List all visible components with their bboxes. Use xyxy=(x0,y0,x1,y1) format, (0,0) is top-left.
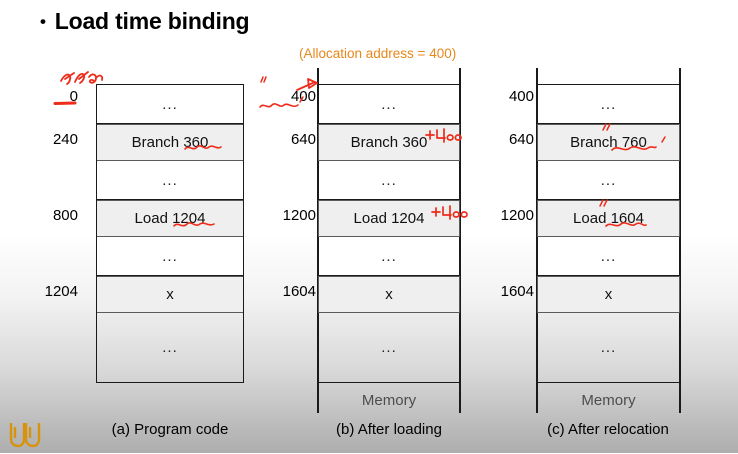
memory-row: Load 1204 xyxy=(318,200,460,237)
memory-row: ... xyxy=(318,313,460,383)
memory-row: ... xyxy=(537,237,680,276)
memory-cell: Branch 760 xyxy=(570,134,647,151)
memory-label: Memory xyxy=(361,392,417,409)
memory-cell: ... xyxy=(162,171,178,189)
memory-cell: ... xyxy=(381,339,397,356)
memory-row: ... xyxy=(96,84,244,124)
memory-bar-right xyxy=(679,68,681,413)
memory-cell: ... xyxy=(600,339,617,356)
address-label: 640 xyxy=(290,131,316,148)
page-title: • Load time binding xyxy=(40,8,250,35)
address-label: 0 xyxy=(69,88,78,105)
address-label: 800 xyxy=(52,207,78,224)
memory-label: Memory xyxy=(581,392,636,409)
memory-row: ... xyxy=(318,237,460,276)
university-logo xyxy=(8,419,42,449)
memory-row: Branch 360 xyxy=(318,124,460,161)
memory-row: Load 1604 xyxy=(537,200,680,237)
memory-bar-right xyxy=(459,68,461,413)
address-label: 400 xyxy=(290,88,316,105)
memory-row: ... xyxy=(537,84,680,124)
address-label: 1204 xyxy=(44,283,78,300)
memory-row: ... xyxy=(318,84,460,124)
address-label: 1200 xyxy=(282,207,316,224)
address-label: 1200 xyxy=(500,207,534,224)
panel-caption: (a) Program code xyxy=(111,421,229,438)
address-label: 1604 xyxy=(282,283,316,300)
memory-cell: ... xyxy=(381,95,397,113)
memory-row: x xyxy=(96,276,244,313)
panel-caption: (b) After loading xyxy=(336,421,442,438)
bullet-glyph: • xyxy=(40,12,46,31)
memory-cell: Load 1604 xyxy=(573,210,644,227)
memory-table-program-code: ... Branch 360 ... Load 1204 ... x ... xyxy=(96,84,244,383)
memory-row: ... xyxy=(96,161,244,200)
memory-cell: Branch 360 xyxy=(350,134,428,151)
memory-cell: x xyxy=(166,286,174,303)
memory-row: Branch 760 xyxy=(537,124,680,161)
memory-row: ... xyxy=(96,237,244,276)
memory-table-after-loading: ... Branch 360 ... Load 1204 ... x ... xyxy=(318,84,460,383)
memory-row: Branch 360 xyxy=(96,124,244,161)
memory-cell: ... xyxy=(600,247,617,265)
memory-row: x xyxy=(537,276,680,313)
address-label: 1604 xyxy=(500,283,534,300)
memory-cell: ... xyxy=(162,247,178,265)
memory-row: ... xyxy=(537,161,680,200)
memory-cell: ... xyxy=(381,171,397,189)
address-label: 240 xyxy=(52,131,78,148)
memory-cell: ... xyxy=(162,339,178,356)
memory-cell: ... xyxy=(381,247,397,265)
memory-row: Load 1204 xyxy=(96,200,244,237)
memory-cell: ... xyxy=(600,95,617,113)
memory-cell: x xyxy=(385,286,393,303)
memory-row: ... xyxy=(96,313,244,383)
memory-cell: Load 1204 xyxy=(134,210,206,227)
memory-cell: Load 1204 xyxy=(353,210,425,227)
address-label: 400 xyxy=(508,88,534,105)
panel-caption: (c) After relocation xyxy=(547,421,669,438)
memory-row: ... xyxy=(537,313,680,383)
allocation-address-note: (Allocation address = 400) xyxy=(299,46,457,61)
memory-cell: x xyxy=(604,286,613,303)
memory-cell: ... xyxy=(600,171,617,189)
memory-cell: Branch 360 xyxy=(131,134,209,151)
title-text: Load time binding xyxy=(54,8,250,34)
memory-cell: ... xyxy=(162,95,178,113)
memory-table-after-relocation: ... Branch 760 ... Load 1604 ... x ... xyxy=(537,84,680,383)
address-label: 640 xyxy=(508,131,534,148)
memory-row: ... xyxy=(318,161,460,200)
memory-row: x xyxy=(318,276,460,313)
